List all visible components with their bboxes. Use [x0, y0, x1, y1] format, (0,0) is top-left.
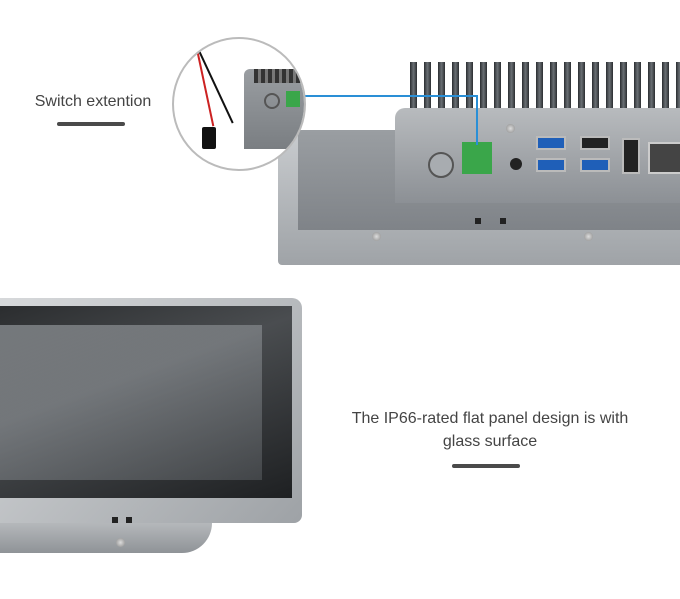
ip66-caption-line1: The IP66-rated flat panel design is with	[351, 410, 629, 427]
audio-jack	[510, 158, 522, 170]
glass-touchscreen	[0, 306, 292, 498]
magnified-switch-detail	[172, 37, 306, 171]
rocker-switch-icon	[202, 127, 216, 149]
caption-underline	[57, 122, 125, 126]
caption-underline	[452, 464, 520, 468]
display-area	[0, 325, 262, 480]
usb-port	[580, 136, 610, 150]
usb-port	[580, 158, 610, 172]
power-button-icon	[428, 152, 454, 178]
usb-port	[536, 158, 566, 172]
switch-extension-caption: Switch extention	[34, 93, 152, 110]
terminal-block	[462, 142, 492, 174]
panel-base	[0, 523, 212, 553]
usb-port	[536, 136, 566, 150]
heatsink	[410, 62, 680, 108]
ethernet-port	[648, 142, 680, 174]
hdmi-port	[622, 138, 640, 174]
callout-line	[300, 95, 478, 97]
ip66-caption-line2: glass surface	[442, 433, 538, 450]
